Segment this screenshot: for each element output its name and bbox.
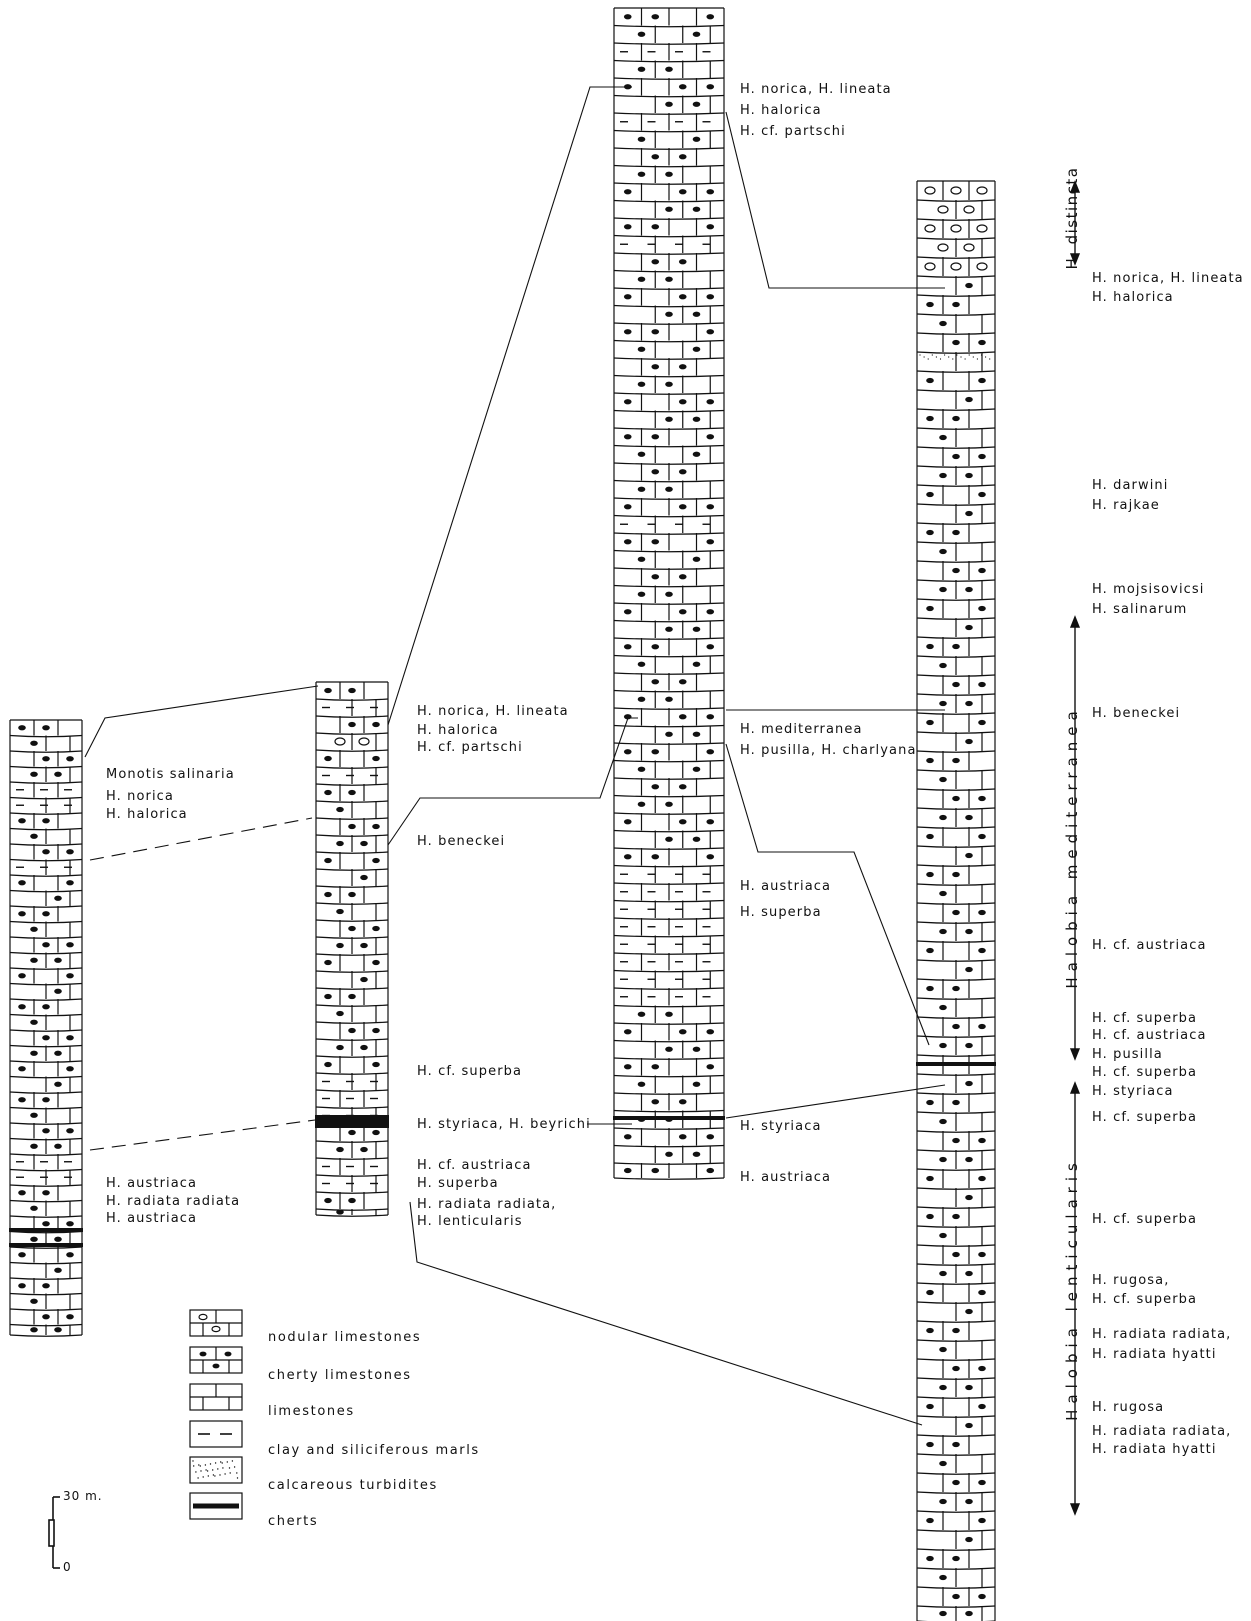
legend-label-limestone: limestones — [268, 1404, 355, 1419]
col3-label: H. austriaca — [740, 1171, 831, 1184]
col4-label: H. rajkae — [1092, 499, 1160, 512]
col2-label: H. norica, H. lineata — [417, 705, 569, 718]
col3-label: H. styriaca — [740, 1120, 822, 1133]
col3-label: H. norica, H. lineata — [740, 83, 892, 96]
col1-label: Monotis salinaria — [106, 768, 235, 781]
col4-label: H. cf. superba — [1092, 1066, 1197, 1079]
legend-label-nodular: nodular limestones — [268, 1330, 421, 1345]
legend-label-clay: clay and siliciferous marls — [268, 1443, 480, 1458]
scale-top-label: 30 m. — [63, 1489, 103, 1503]
col1-label: H. austriaca — [106, 1212, 197, 1225]
col2-label: H. cf. partschi — [417, 741, 523, 754]
col4-label: H. radiata hyatti — [1092, 1348, 1217, 1361]
arrow-head-up-icon — [1071, 617, 1079, 627]
legend-swatch-clay — [190, 1421, 242, 1447]
scale-bar — [49, 1497, 60, 1568]
legend-swatch-cherty — [190, 1347, 242, 1373]
legend-swatch-turbidite — [190, 1457, 242, 1483]
col4-label: H. salinarum — [1092, 603, 1187, 616]
correlation-line — [85, 686, 318, 757]
col2-label: H. cf. austriaca — [417, 1159, 532, 1172]
col1-label: H. radiata radiata — [106, 1195, 240, 1208]
legend-swatches — [190, 1310, 242, 1519]
legend-swatch-nodular — [190, 1310, 242, 1336]
legend-label-turbidite: calcareous turbidites — [268, 1478, 438, 1493]
scale-bottom-label: 0 — [63, 1560, 72, 1574]
col3-label: H. halorica — [740, 104, 822, 117]
col4-label: H. mojsisovicsi — [1092, 583, 1205, 596]
col3-label: H. austriaca — [740, 880, 831, 893]
col2-label: H. cf. superba — [417, 1065, 522, 1078]
col4-label: H. cf. superba — [1092, 1111, 1197, 1124]
col4-label: H. styriaca — [1092, 1085, 1174, 1098]
correlation-line — [410, 1202, 922, 1425]
arrow-head-down-icon — [1071, 1504, 1079, 1514]
correlation-line-dashed — [90, 818, 312, 860]
zone-lenticularis-label: Halobia lenticularis — [1063, 1099, 1081, 1479]
arrow-head-down-icon — [1071, 1049, 1079, 1059]
col3-label: H. cf. partschi — [740, 125, 846, 138]
col4-label: H. halorica — [1092, 291, 1174, 304]
column-4 — [916, 181, 996, 1621]
col1-label: H. norica — [106, 790, 174, 803]
col4-label: H. cf. austriaca — [1092, 1029, 1207, 1042]
correlation-line — [726, 744, 929, 1045]
col3-label: H. mediterranea — [740, 723, 863, 736]
col4-label: H. cf. superba — [1092, 1012, 1197, 1025]
col2-label: H. radiata radiata, — [417, 1198, 556, 1211]
zone-mediterranea-label: Halobia mediterranea — [1063, 657, 1081, 1037]
legend-label-cherty: cherty limestones — [268, 1368, 412, 1383]
col4-label: H. norica, H. lineata — [1092, 272, 1244, 285]
col4-label: H. darwini — [1092, 479, 1168, 492]
col4-label: H. cf. superba — [1092, 1213, 1197, 1226]
col2-label: H. styriaca, H. beyrichi — [417, 1118, 591, 1131]
col2-label: H. beneckei — [417, 835, 505, 848]
col4-label: H. beneckei — [1092, 707, 1180, 720]
col4-label: H. cf. austriaca — [1092, 939, 1207, 952]
legend-swatch-limestone — [190, 1384, 242, 1410]
correlation-line-dashed — [90, 1120, 315, 1150]
column-2 — [315, 682, 389, 1216]
arrow-head-up-icon — [1071, 1083, 1079, 1093]
legend-swatch-chert — [190, 1493, 242, 1519]
col4-label: H. radiata hyatti — [1092, 1443, 1217, 1456]
correlation-line — [388, 87, 632, 725]
col2-label: H. superba — [417, 1177, 499, 1190]
col4-label: H. cf. superba — [1092, 1293, 1197, 1306]
column-3 — [613, 8, 725, 1179]
correlation-line — [726, 1085, 945, 1118]
legend-label-chert: cherts — [268, 1514, 318, 1529]
column-1 — [9, 720, 83, 1336]
col3-label: H. pusilla, H. charlyana — [740, 744, 917, 757]
col4-label: H. radiata radiata, — [1092, 1425, 1231, 1438]
col4-label: H. pusilla — [1092, 1048, 1163, 1061]
col4-label: H. rugosa, — [1092, 1274, 1169, 1287]
col1-label: H. austriaca — [106, 1177, 197, 1190]
col2-label: H. halorica — [417, 724, 499, 737]
col2-label: H. lenticularis — [417, 1215, 523, 1228]
zone-distincta-label: H. distincta — [1063, 148, 1081, 288]
col4-label: H. radiata radiata, — [1092, 1328, 1231, 1341]
col1-label: H. halorica — [106, 808, 188, 821]
col4-label: H. rugosa — [1092, 1401, 1164, 1414]
col3-label: H. superba — [740, 906, 822, 919]
